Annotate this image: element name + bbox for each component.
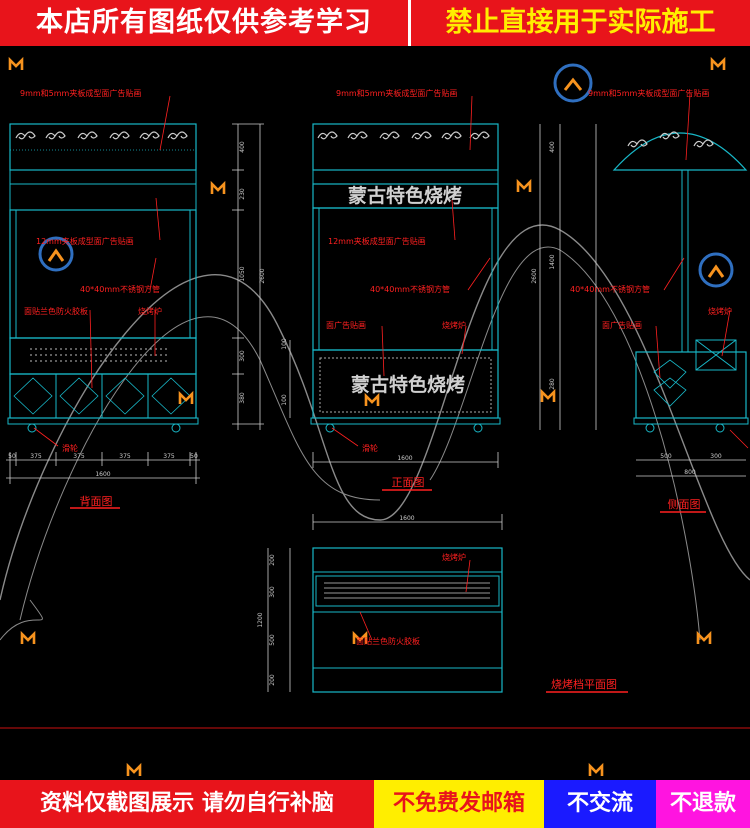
back-view-title: 背面图	[80, 494, 113, 508]
front-label-tube: 40*40mm不锈钢方管	[370, 284, 450, 294]
front-label-top: 9mm和5mm夹板成型面广告贴画	[336, 88, 457, 98]
dim-text: 1050	[239, 266, 246, 281]
dim-text: 300	[269, 586, 276, 598]
dim-text: 375	[119, 453, 131, 460]
front-view-title: 正面图	[392, 476, 425, 489]
back-view	[6, 95, 264, 509]
plan-view	[267, 514, 628, 693]
dim-text: 400	[239, 141, 246, 153]
dim-text: 500	[660, 453, 672, 460]
logo-m-icon	[178, 392, 194, 406]
bottom-banner-no-email: 不免费发邮箱	[374, 780, 544, 828]
top-right-banner: 禁止直接用于实际施工	[408, 0, 750, 46]
dim-text: 1600	[397, 455, 412, 462]
logo-m-icon	[540, 390, 556, 404]
front-view	[289, 95, 561, 491]
front-label-mid: 12mm夹板成型面广告贴画	[328, 236, 426, 246]
logo-m-icon	[710, 58, 726, 72]
bottom-banner-no-refund: 不退款	[656, 780, 750, 828]
dim-text: 50	[8, 453, 16, 460]
back-label-mid: 12mm夹板成型面广告贴画	[36, 236, 134, 246]
front-sign-bottom: 蒙古特色烧烤	[351, 373, 465, 396]
dim-text: 100	[281, 394, 288, 406]
dim-text: 400	[549, 141, 556, 153]
dim-text: 380	[239, 392, 246, 404]
logo-m-icon	[126, 764, 142, 778]
logo-m-icon	[364, 394, 380, 408]
dim-text: 500	[269, 634, 276, 646]
plan-label-grill: 烧烤炉	[442, 552, 466, 562]
dim-text: 1600	[95, 471, 110, 478]
dim-text: 1400	[549, 254, 556, 269]
bottom-banner-no-chat: 不交流	[544, 780, 656, 828]
dim-text: 200	[269, 554, 276, 566]
watermark-curve	[0, 224, 750, 601]
side-label-top: 9mm和5mm夹板成型面广告贴画	[588, 88, 709, 98]
back-label-top: 9mm和5mm夹板成型面广告贴画	[20, 88, 141, 98]
front-label-wheel: 滑轮	[362, 443, 378, 453]
back-label-panel: 面贴兰色防火胶板	[24, 306, 88, 316]
dim-text: 280	[549, 378, 556, 390]
logo-m-icon	[20, 632, 36, 646]
dim-text: 375	[163, 453, 175, 460]
dim-text: 100	[281, 338, 288, 350]
logo-m-icon	[588, 764, 604, 778]
dim-text: 230	[239, 188, 246, 200]
side-label-ad: 面广告贴画	[602, 320, 642, 330]
dim-text: 2600	[531, 268, 538, 283]
front-label-ad: 面广告贴画	[326, 320, 366, 330]
logo-ring-icon	[38, 63, 734, 288]
logo-m-icon	[210, 182, 226, 196]
dim-text: 2600	[259, 268, 266, 283]
dim-text: 300	[710, 453, 722, 460]
dim-text: 50	[190, 453, 198, 460]
side-label-grill: 烧烤炉	[708, 306, 732, 316]
dim-text: 375	[30, 453, 42, 460]
back-label-grill: 烧烤炉	[138, 306, 162, 316]
dim-text: 1200	[257, 612, 264, 627]
logo-m-icon	[516, 180, 532, 194]
back-label-wheel: 滑轮	[62, 443, 78, 453]
top-left-banner: 本店所有图纸仅供参考学习	[0, 0, 408, 46]
plan-label-panel: 面贴兰色防火胶板	[356, 636, 420, 646]
front-sign-top: 蒙古特色烧烤	[348, 184, 462, 207]
logo-m-icon	[8, 58, 24, 72]
back-label-tube: 40*40mm不锈钢方管	[80, 284, 160, 294]
dim-text: 300	[239, 350, 246, 362]
side-view-title: 侧面图	[668, 498, 701, 511]
plan-view-title: 烧烤档平面图	[551, 677, 617, 691]
bottom-banner-notice: 资料仅截图展示 请勿自行补脑	[0, 780, 374, 828]
dim-text: 375	[73, 453, 85, 460]
dim-text: 1600	[399, 515, 414, 522]
front-label-grill: 烧烤炉	[442, 320, 466, 330]
side-label-tube: 40*40mm不锈钢方管	[570, 284, 650, 294]
side-view	[595, 93, 749, 513]
dim-text: 200	[269, 674, 276, 686]
dim-text: 800	[684, 469, 696, 476]
